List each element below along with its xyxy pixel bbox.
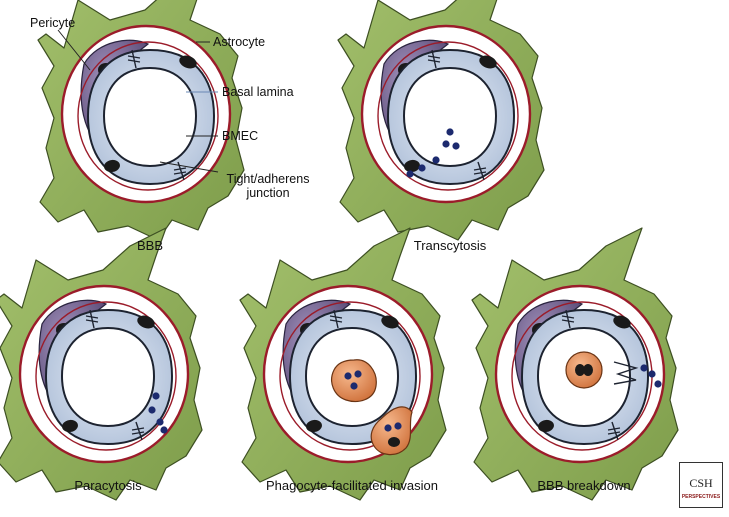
bmec-label: BMEC [222,129,259,143]
caption-breakdown: BBB breakdown [537,478,631,493]
logo-subtext: PERSPECTIVES [681,494,721,500]
bacterium [648,370,656,378]
phagocyte-cell [565,351,603,389]
phagocyte-cell [331,359,377,403]
bacterium [442,140,450,148]
basal-lamina-label: Basal lamina [222,85,294,99]
pericyte-label: Pericyte [30,16,76,30]
bacterium [432,156,440,164]
bacterium [148,406,156,414]
bacterium [654,380,662,388]
csh-perspectives-logo: CSH PERSPECTIVES [679,462,723,508]
bacterium [418,164,426,172]
caption-bbb: BBB [136,238,163,253]
bacterium [156,418,164,426]
junction-label-line2: junction [246,186,290,200]
caption-phagocyte: Phagocyte-facilitated invasion [266,478,438,493]
disrupted-junction [613,361,639,385]
label-leader-lines [57,29,219,173]
bacterium [640,364,648,372]
bacterium [446,128,454,136]
logo-text: CSH [689,476,713,490]
panel-breakdown [470,226,680,502]
astrocyte-label: Astrocyte [213,35,266,49]
phagocyte-cell [370,406,413,456]
panel-paracytosis [0,226,204,502]
bacterium [152,392,160,400]
bacterium [406,170,414,178]
bacterium [452,142,460,150]
caption-transcytosis: Transcytosis [413,238,487,253]
junction-label: Tight/adherens junction [220,172,316,200]
panel-transcytosis [336,0,546,242]
caption-paracytosis: Paracytosis [74,478,142,493]
bacterium [160,426,168,434]
junction-label-line1: Tight/adherens [226,172,310,186]
panel-phagocyte [238,226,448,502]
